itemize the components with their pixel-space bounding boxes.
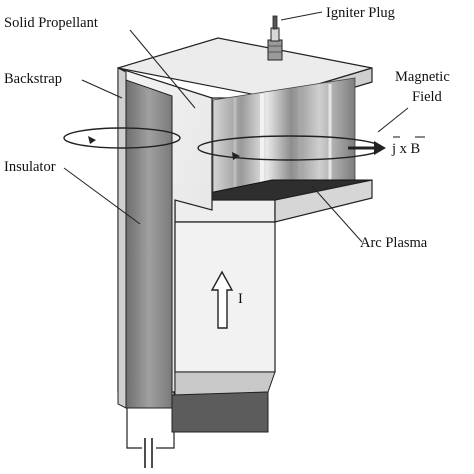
igniter-plug	[267, 15, 283, 61]
backstrap-label: Backstrap	[4, 71, 62, 87]
igniter-plug-leader	[280, 11, 323, 21]
arc-plasma-label: Arc Plasma	[360, 235, 428, 251]
solid-propellant-leader	[129, 29, 196, 109]
igniter-plug-label: Igniter Plug	[326, 5, 395, 21]
current-arrow	[210, 270, 234, 329]
arc-plasma-leader	[311, 185, 363, 243]
solid-propellant-label: Solid Propellant	[4, 15, 98, 31]
arc-plasma	[212, 77, 356, 211]
jxb-arrow	[348, 141, 386, 155]
magnetic-field-label-line2: Field	[412, 89, 443, 105]
magnetic-field-label-line1: Magnetic	[395, 69, 450, 85]
magnetic-field-loops	[63, 127, 383, 161]
backstrap-leader	[81, 79, 123, 99]
jxb-label: j x B	[391, 141, 420, 157]
insulator-label: Insulator	[4, 159, 56, 175]
current-label: I	[238, 291, 243, 307]
backstrap-strip	[117, 67, 127, 409]
insulator-leader	[63, 167, 141, 225]
magnetic-field-leader	[377, 107, 409, 133]
